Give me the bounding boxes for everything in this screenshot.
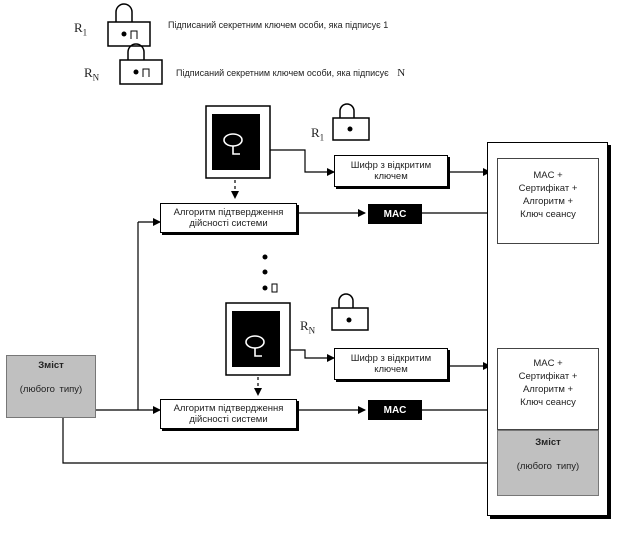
output-content-subtitle: (любого типу) — [516, 461, 580, 472]
cipher-box-top: Шифр з відкритим ключем — [334, 155, 448, 187]
output-entry-2-line: MAC + — [533, 358, 563, 369]
mac-badge-bottom: MAC — [368, 400, 422, 420]
legend-lock-icon-n — [119, 43, 163, 85]
arrow-cert-to-cipher-top — [270, 149, 335, 176]
arrow-cert-to-cipher-bottom — [290, 349, 335, 362]
arrow-content-to-output — [62, 418, 498, 467]
output-entry-2-line: Сертифікат + — [518, 371, 578, 382]
content-box: Зміст (любого типу) — [6, 355, 96, 418]
block-bottom-lock-label: RN — [300, 318, 316, 336]
output-content-title: Зміст — [535, 437, 561, 448]
legend-description-n: Підписаний секретним ключем особи, яка п… — [176, 67, 406, 79]
content-subtitle: (любого типу) — [19, 384, 83, 395]
output-content-box: Зміст (любого типу) — [497, 430, 599, 496]
output-entry-1: MAC + Сертифікат + Алгоритм + Ключ сеанс… — [497, 158, 599, 244]
output-entry-2: MAC + Сертифікат + Алгоритм + Ключ сеанс… — [497, 348, 599, 430]
legend-key-n: RN — [84, 65, 100, 83]
ellipsis-dots-middle — [262, 254, 278, 293]
block-top-lock-label: R1 — [311, 125, 325, 143]
legend-description-1: Підписаний секретним ключем особи, яка п… — [168, 20, 389, 30]
cipher-box-bottom: Шифр з відкритим ключем — [334, 348, 448, 380]
output-entry-2-line: Алгоритм + — [522, 384, 574, 395]
output-entry-1-line: MAC + — [533, 170, 563, 181]
output-entry-1-line: Алгоритм + — [522, 196, 574, 207]
legend-key-1: R1 — [74, 20, 88, 38]
legend-lock-icon-1 — [107, 3, 151, 47]
output-entry-2-line: Ключ сеансу — [520, 397, 576, 408]
algorithm-box-top: Алгоритм підтвердження дійсності системи — [160, 203, 297, 233]
output-entry-1-line: Ключ сеансу — [520, 209, 576, 220]
block-top-lock-icon — [332, 103, 370, 141]
output-entry-1-line: Сертифікат + — [518, 183, 578, 194]
certificate-icon-top — [205, 105, 271, 179]
certificate-icon-bottom — [225, 302, 291, 376]
block-bottom-lock-icon — [331, 293, 369, 331]
content-title: Зміст — [38, 360, 64, 371]
algorithm-box-bottom: Алгоритм підтвердження дійсності системи — [160, 399, 297, 429]
mac-badge-top: MAC — [368, 204, 422, 224]
